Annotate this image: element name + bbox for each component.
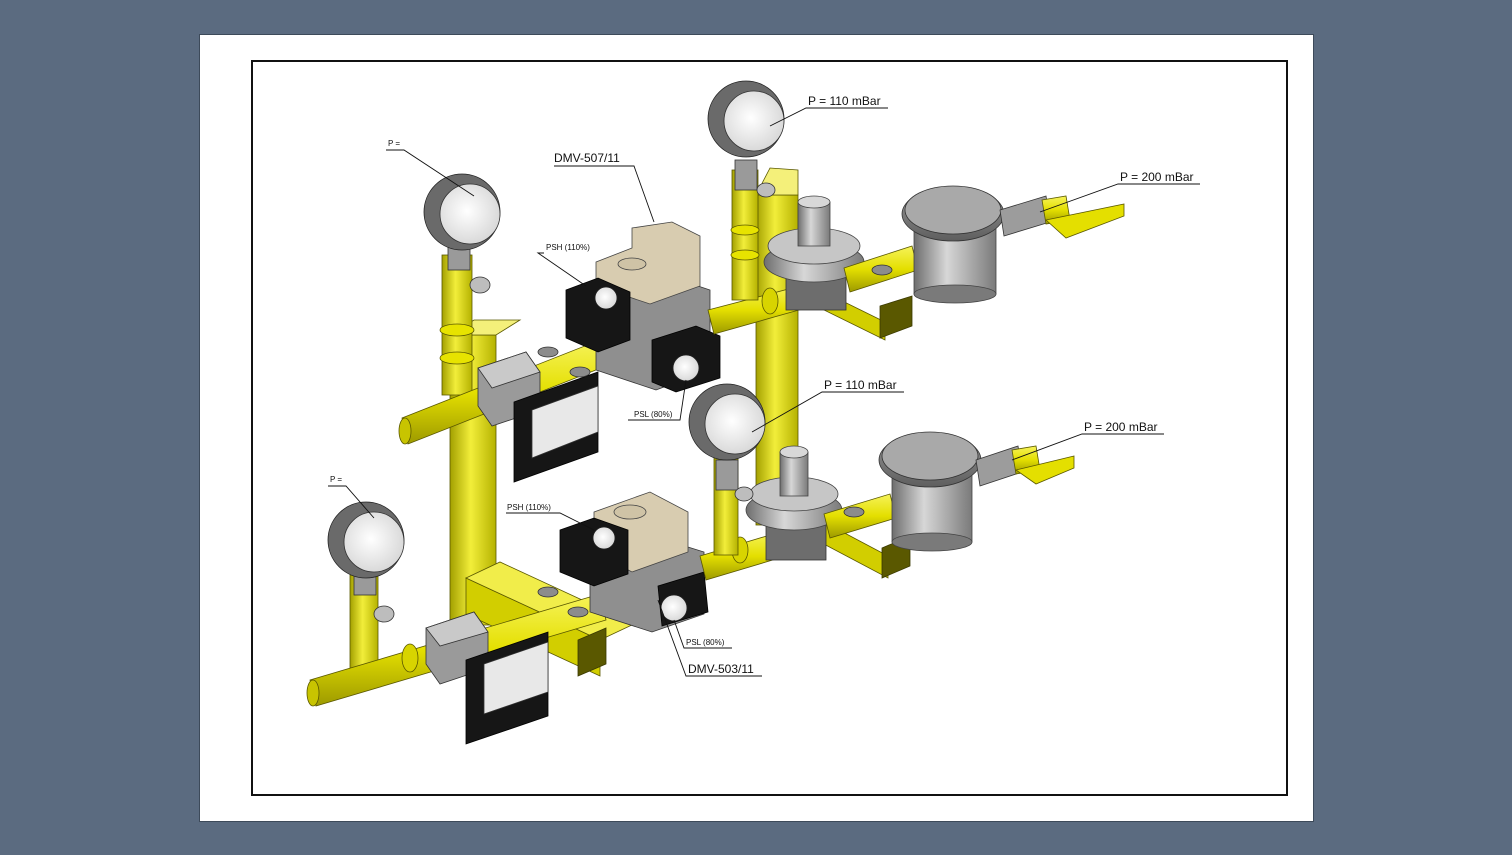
pressure-gauge-bottom-left	[327, 501, 405, 623]
inlet-label-bottom: P = 200 mBar	[1084, 420, 1158, 434]
gauge-label-top-mid: P = 110 mBar	[808, 94, 881, 108]
gauge-label-top-left: P =	[388, 139, 400, 148]
pressure-gauge-top-left	[423, 173, 501, 294]
psl-label-top: PSL (80%)	[634, 410, 673, 419]
lower-gas-train	[306, 431, 1075, 745]
annotations: P = P = P = 110 mBar P = 110 mBar P = 20…	[328, 94, 1200, 677]
psl-label-bottom: PSL (80%)	[686, 638, 725, 647]
valve-label-bottom: DMV-503/11	[688, 662, 754, 676]
pressure-gauge-top-mid	[707, 80, 785, 198]
gauge-label-bottom-left: P =	[330, 475, 342, 484]
gauge-label-bottom-mid: P = 110 mBar	[824, 378, 897, 392]
drawing-frame	[251, 60, 1288, 796]
psh-label-bottom: PSH (110%)	[507, 503, 551, 512]
valve-label-top: DMV-507/11	[554, 151, 620, 165]
upper-gas-train	[398, 169, 1125, 483]
inlet-label-top: P = 200 mBar	[1120, 170, 1194, 184]
pressure-gauge-bottom-mid	[688, 383, 766, 502]
psh-label-top: PSH (110%)	[546, 243, 590, 252]
